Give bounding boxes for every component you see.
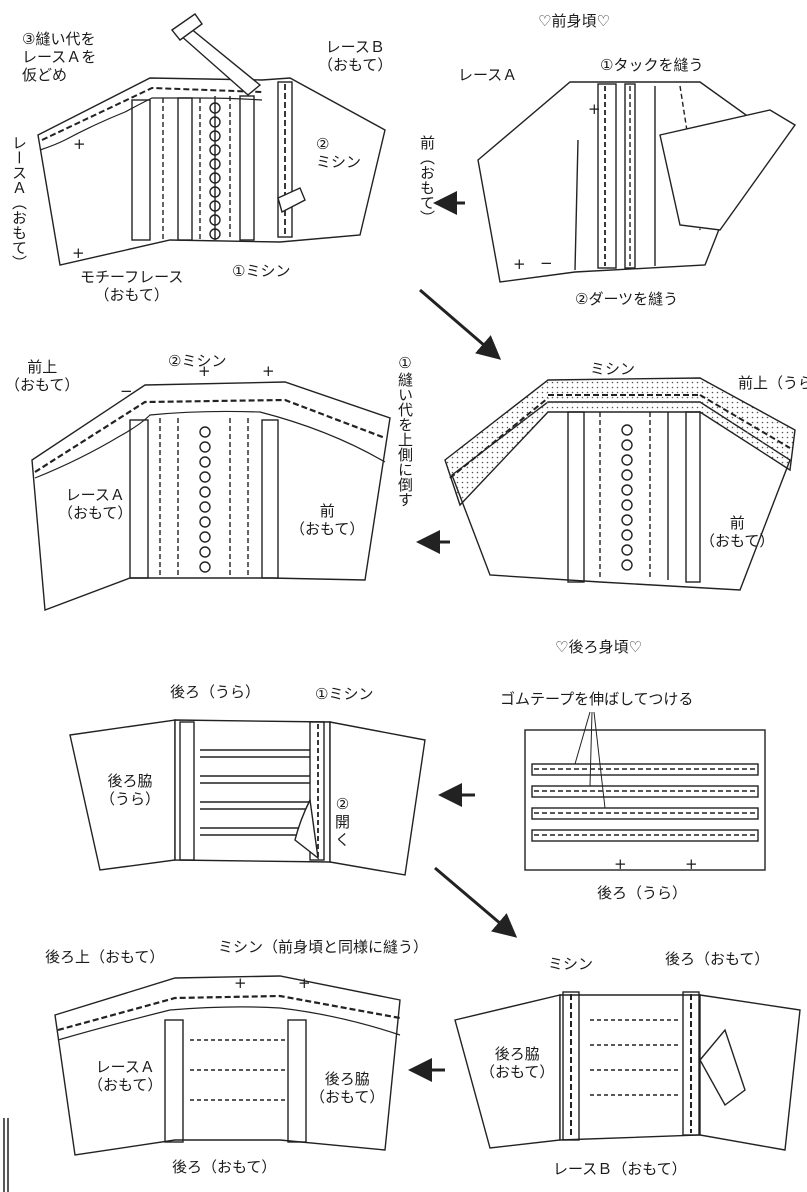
motif-lace-circles-3 [621, 424, 633, 571]
plus-mark: + [685, 855, 698, 873]
label-baste-lace: ③縫い代を レースＡを 仮どめ [22, 30, 97, 84]
plus-mark: + [298, 974, 311, 992]
label-front-omote-3: 前 （おもて） [700, 514, 775, 550]
label-lace-b: レースＢ （おもて） [318, 38, 393, 74]
label-lace-a-4: レースＡ （おもて） [58, 486, 133, 522]
panel-front-lace-basted [37, 13, 386, 266]
label-back-ura-5: 後ろ（うら） [597, 884, 688, 902]
panel-front-upper-sewn [444, 377, 796, 591]
panel-back-lace-b [454, 991, 801, 1151]
label-lace-a-vertical: レースＡ（おもて） [10, 135, 28, 270]
plus-mark: + [73, 135, 86, 153]
panel-back-side-sewn [69, 719, 426, 876]
minus-mark: − [120, 382, 133, 400]
panel-front-upper-folded [31, 381, 391, 611]
motif-lace-circles [209, 102, 221, 240]
motif-lace-circles-4 [199, 426, 211, 573]
label-open: ② 開 く [335, 795, 351, 849]
plus-mark: + [234, 974, 247, 992]
label-back-upper-omote: 後ろ上（おもて） [45, 948, 165, 966]
label-front-vertical: 前（おもて） [418, 135, 436, 225]
elastic-tapes [531, 763, 759, 842]
label-lace-a-8: レースＡ （おもて） [88, 1058, 163, 1094]
label-side-back-omote-8: 後ろ脇 （おもて） [310, 1070, 385, 1106]
plus-mark: + [614, 855, 627, 873]
label-machine-7: ミシン [548, 955, 594, 973]
label-sew-tuck: ①タックを縫う [600, 56, 704, 74]
plus-mark: + [513, 255, 526, 273]
label-machine-note: ミシン（前身頃と同様に縫う） [218, 938, 429, 956]
label-machine-6: ①ミシン [315, 685, 374, 703]
label-back-omote-7: 後ろ（おもて） [665, 950, 770, 968]
label-motif-lace: モチーフレース （おもて） [80, 268, 184, 304]
label-sew-dart: ②ダーツを縫う [575, 290, 679, 308]
plus-mark: + [72, 244, 85, 262]
label-attach-elastic: ゴムテープを伸ばしてつける [500, 690, 694, 708]
label-side-back-ura: 後ろ脇 （うら） [100, 772, 161, 808]
label-machine-4: ②ミシン [168, 352, 227, 370]
label-machine-2: ② ミシン [316, 135, 362, 171]
plus-mark: + [198, 362, 211, 380]
label-back-ura-6: 後ろ（うら） [170, 683, 261, 701]
label-fold-allowance-up: ①縫い代を上側に倒す [396, 354, 414, 507]
label-front-upper-ura: 前上（うら [738, 374, 807, 392]
label-lace-a-front: レースＡ [458, 66, 518, 84]
label-machine-3: ミシン [590, 360, 636, 378]
plus-mark: + [262, 362, 275, 380]
label-front-upper-omote: 前上 （おもて） [5, 358, 80, 394]
back-bodice-header: ♡後ろ身頃♡ [555, 638, 642, 656]
label-lace-b-7: レースＢ（おもて） [553, 1160, 687, 1178]
label-side-back-omote-7: 後ろ脇 （おもて） [480, 1045, 555, 1081]
panel-back-upper-sewn [54, 975, 401, 1156]
label-front-omote-4: 前 （おもて） [290, 502, 365, 538]
front-bodice-header: ♡前身頃♡ [538, 12, 610, 30]
label-back-omote-8: 後ろ（おもて） [172, 1158, 277, 1176]
panel-back-elastic [524, 711, 766, 871]
panel-front-tuck-dart [477, 81, 797, 283]
label-machine-1: ①ミシン [232, 262, 291, 280]
plus-mark: + [588, 100, 601, 118]
minus-mark: − [540, 254, 553, 272]
